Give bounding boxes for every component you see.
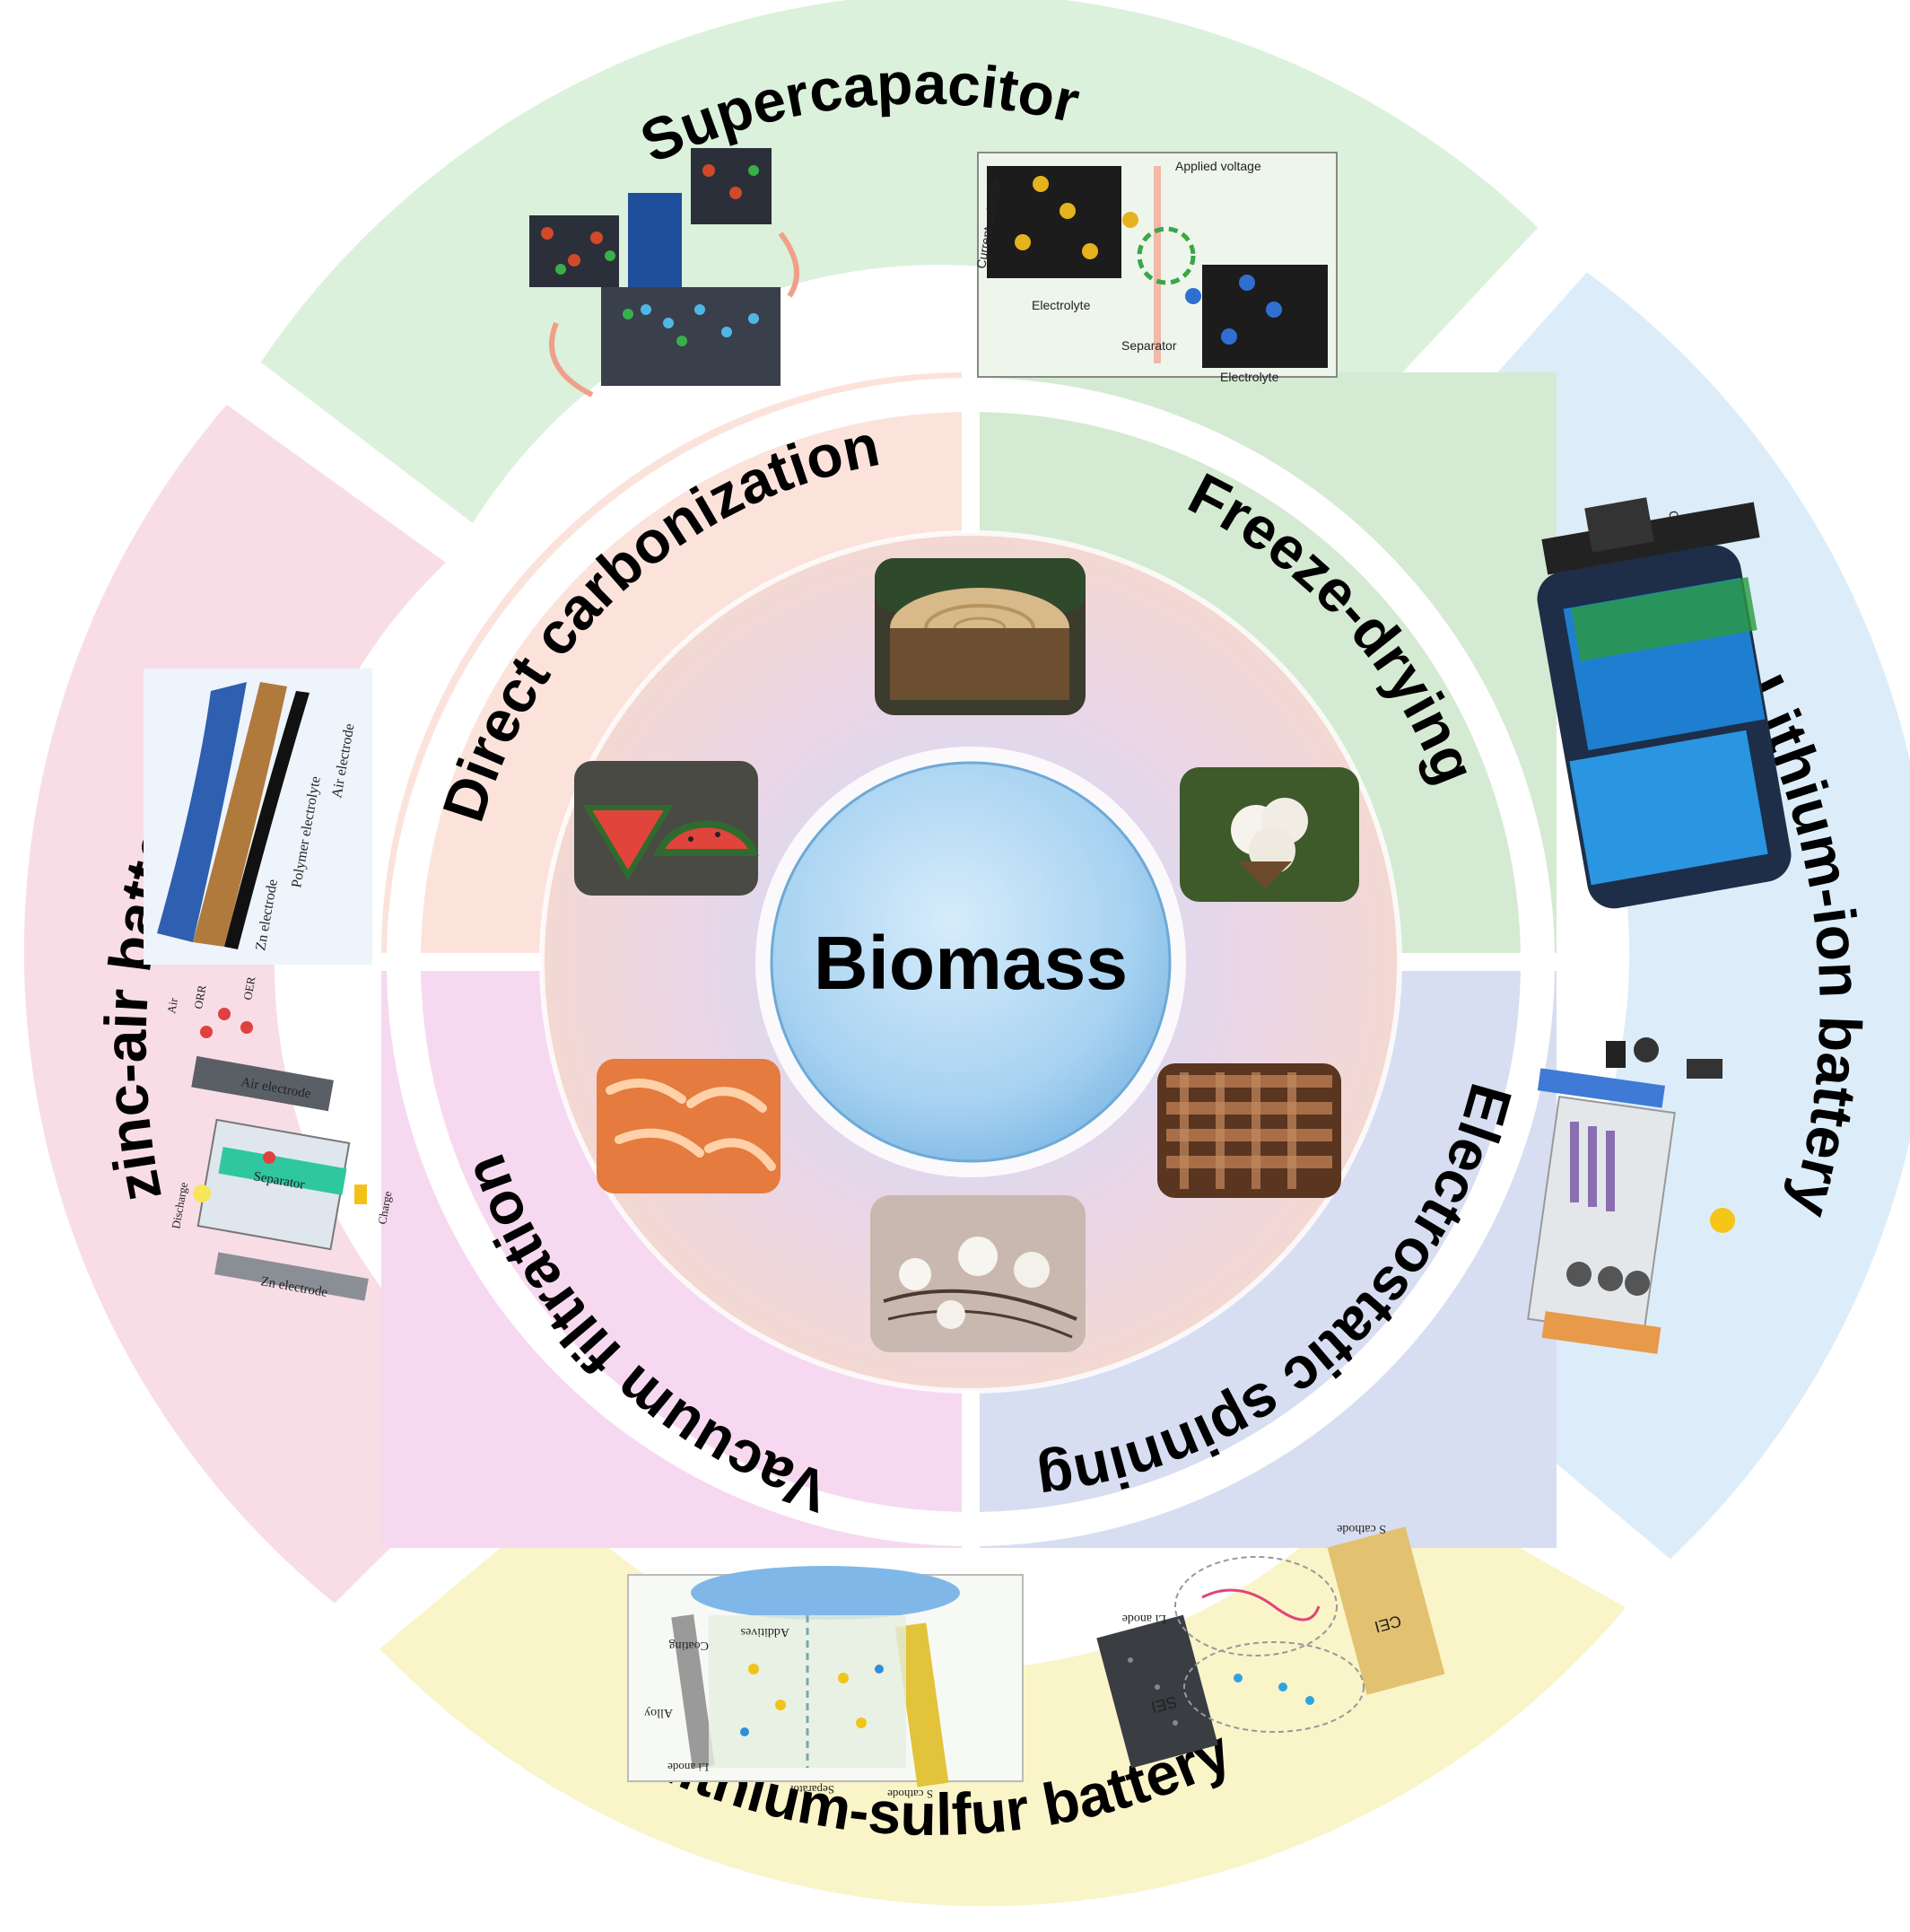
watermelon-image <box>574 761 759 896</box>
electrolyte-label-right: Electrolyte <box>1220 370 1279 384</box>
additives-label: Additives <box>741 1625 789 1639</box>
s-cathode-label-left: S cathode <box>887 1788 933 1801</box>
lithium-sulfur-strategy-schematic: Coating Alloy Additives Li anode Separat… <box>627 1566 1024 1801</box>
lithium-sulfur-interface-schematic: SEI CEI Li anode S cathode <box>1096 1522 1445 1769</box>
cotton-branch-image <box>870 1195 1086 1352</box>
li-anode-label-left: Li anode <box>667 1761 709 1774</box>
lithium-ion-battery-cell: Charge <box>1537 497 1792 909</box>
charge-label: Charge <box>1666 510 1688 553</box>
center-circle <box>770 761 1172 1163</box>
orr-label: ORR <box>191 983 208 1010</box>
woven-fabric-image <box>1157 1063 1341 1198</box>
coating-label: Coating <box>669 1639 709 1652</box>
supercapacitor-schematic-right: Applied voltage Electrolyte Separator El… <box>973 152 1338 384</box>
alloy-label: Alloy <box>644 1706 673 1719</box>
zinc-air-flexible-schematic: Air electrode Polymer electrolyte Zn ele… <box>144 669 372 965</box>
shrimp-image <box>597 1059 781 1193</box>
separator-label-lis: Separator <box>789 1783 834 1796</box>
air-label: Air <box>164 996 180 1014</box>
li-anode-label-right: Li anode <box>1122 1612 1166 1625</box>
tree-stump-image <box>875 558 1086 715</box>
s-cathode-label-right: S cathode <box>1337 1522 1386 1535</box>
supercapacitor-schematic-left <box>529 148 799 398</box>
charge-label-zn: Charge <box>375 1190 394 1226</box>
center-label: Biomass <box>814 921 1128 1005</box>
oer-label: OER <box>240 975 257 1001</box>
applied-voltage-label: Applied voltage <box>1175 159 1261 173</box>
lithium-ion-electrode-schematic <box>1527 1037 1735 1354</box>
biomass-tiles <box>574 558 1359 1352</box>
cotton-boll-image <box>1180 767 1359 902</box>
separator-label: Separator <box>1121 338 1177 353</box>
ring-gap <box>387 378 1555 1546</box>
electrolyte-label-left: Electrolyte <box>1032 298 1091 312</box>
outer-segment-supercapacitor <box>260 0 1539 523</box>
